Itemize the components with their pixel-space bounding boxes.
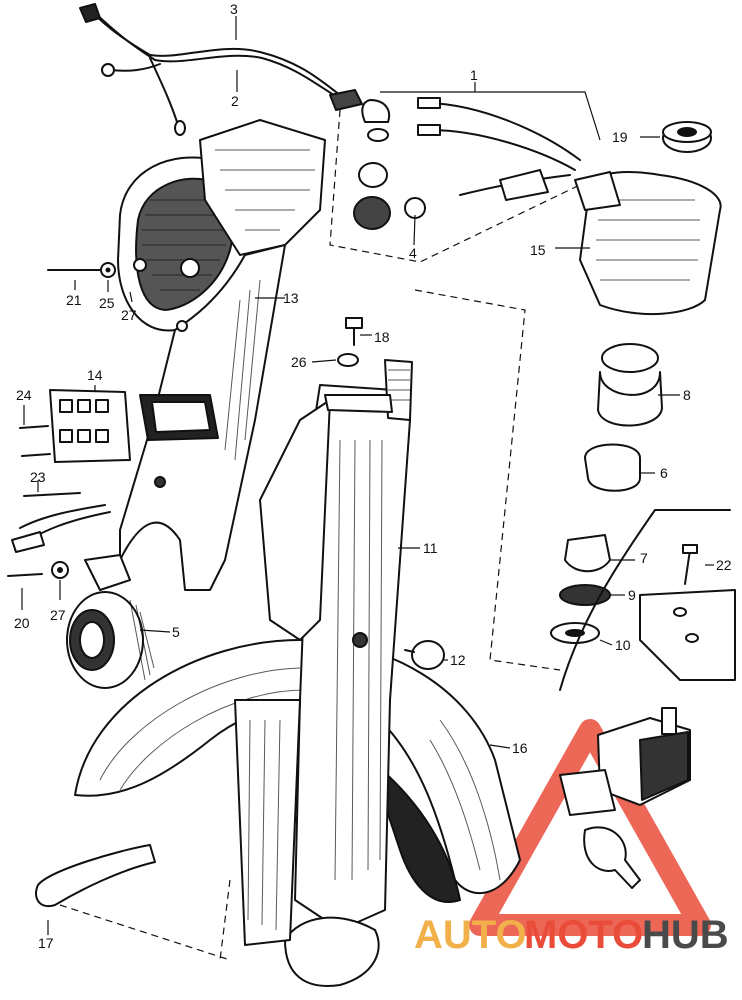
- horn: [11, 504, 155, 689]
- adjuster-knob: [404, 640, 445, 670]
- part-label-1: 1: [470, 67, 478, 83]
- headlamp-shell: [117, 119, 326, 591]
- part-label-7: 7: [640, 550, 648, 566]
- part-label-9: 9: [628, 587, 636, 603]
- part-label-24: 24: [16, 387, 32, 403]
- part-number-labels: 3 2 1 4 19 15 13 18 26 8 6 7 9 10 11 12 …: [14, 1, 732, 951]
- part-label-23: 23: [30, 469, 46, 485]
- watermark-logo: [469, 719, 711, 936]
- part-label-26: 26: [291, 354, 307, 370]
- ignition-lock-assembly: [559, 509, 736, 889]
- part-label-19: 19: [612, 129, 628, 145]
- part-label-14: 14: [87, 367, 103, 383]
- steering-head-stack: [414, 121, 722, 671]
- cable-clip: [35, 844, 231, 961]
- part-label-11: 11: [423, 540, 438, 556]
- wiring-harness: [79, 3, 363, 136]
- part-label-10: 10: [615, 637, 631, 653]
- part-label-5: 5: [172, 624, 180, 640]
- part-label-8: 8: [683, 387, 691, 403]
- watermark-auto: AUTO: [414, 913, 527, 957]
- watermark-moto: MOTO: [524, 913, 643, 957]
- part-label-20: 20: [14, 615, 30, 631]
- fork-leg: [234, 359, 413, 987]
- part-label-16: 16: [512, 740, 528, 756]
- front-mudguard: [74, 639, 521, 903]
- part-label-27-upper: 27: [121, 307, 137, 323]
- fasteners-left: [7, 262, 116, 579]
- part-label-15: 15: [530, 242, 546, 258]
- part-label-13: 13: [283, 290, 299, 306]
- leader-lines: [21, 16, 714, 935]
- switch-cable-assembly: [329, 97, 591, 263]
- part-label-12: 12: [450, 652, 466, 668]
- part-label-25: 25: [99, 295, 115, 311]
- speedometer-unit: [19, 389, 131, 463]
- part-label-3: 3: [230, 1, 238, 17]
- part-label-27-lower: 27: [50, 607, 66, 623]
- part-label-18: 18: [374, 329, 390, 345]
- part-label-4: 4: [409, 245, 417, 261]
- part-label-2: 2: [231, 93, 239, 109]
- part-label-21: 21: [66, 292, 82, 308]
- part-label-6: 6: [660, 465, 668, 481]
- part-label-22: 22: [716, 557, 732, 573]
- part-label-17: 17: [38, 935, 54, 951]
- watermark-hub: HUB: [642, 913, 729, 957]
- watermark-text: AUTO MOTO HUB: [414, 913, 729, 957]
- bolt-and-washer: [337, 317, 363, 367]
